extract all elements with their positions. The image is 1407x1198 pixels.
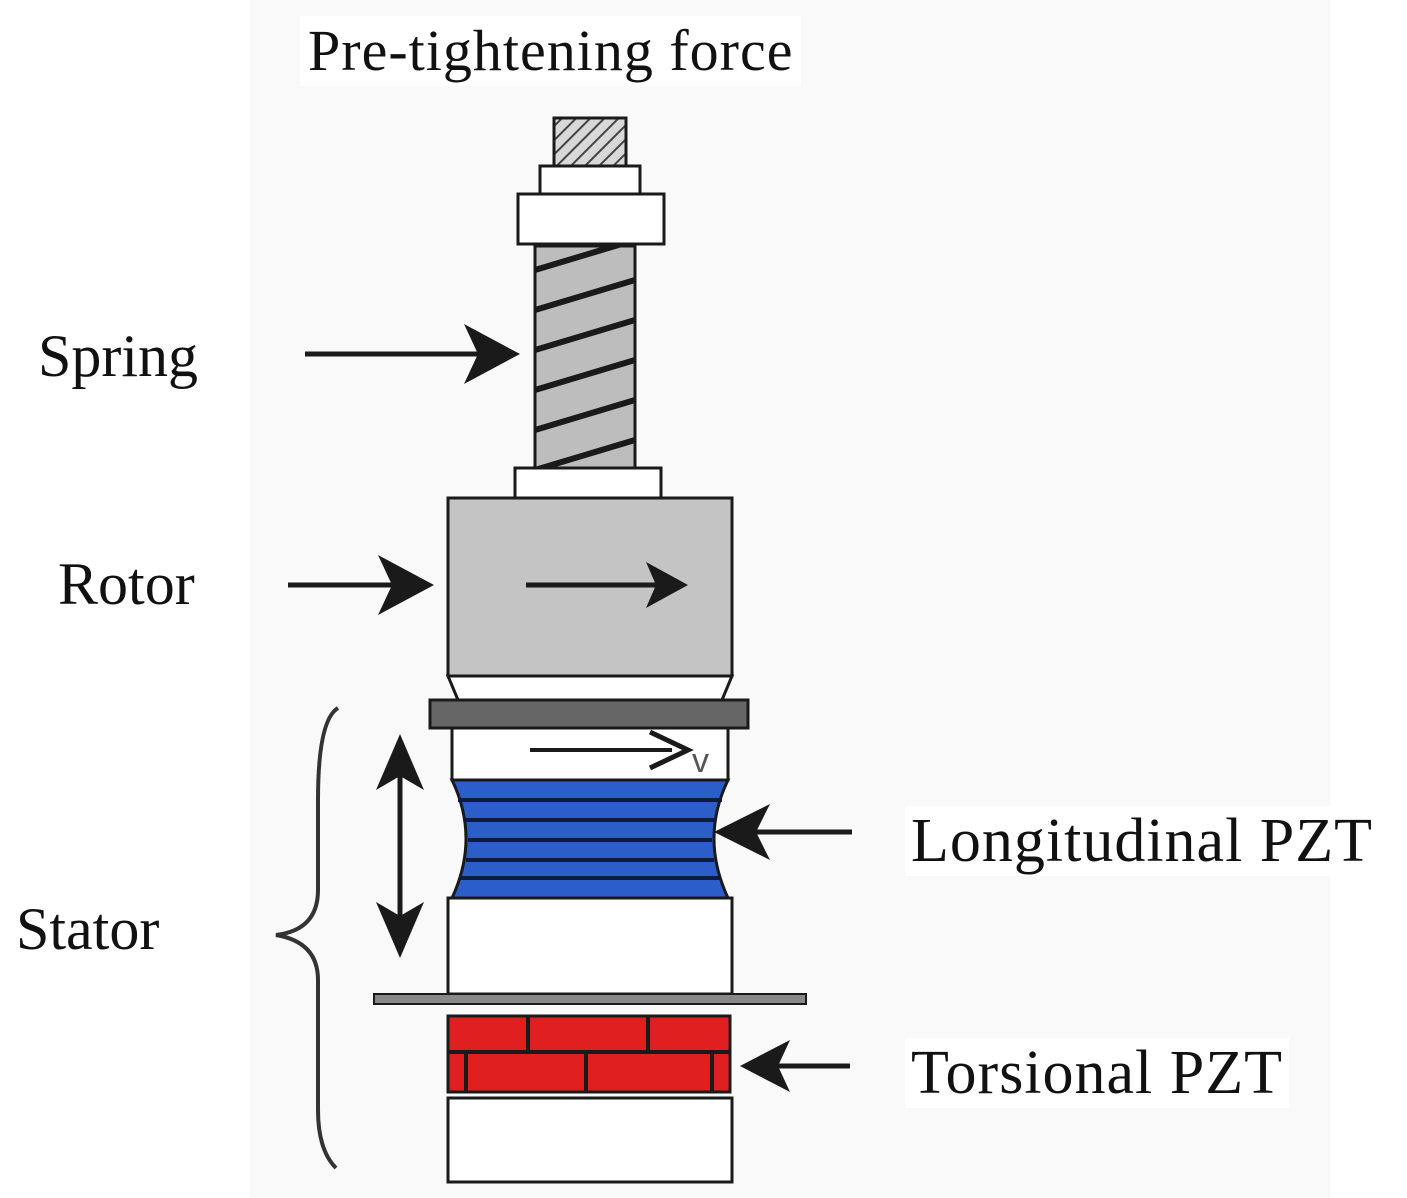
rotor-pointer-arrow-icon [288, 555, 434, 615]
vibration-arrow-icon [376, 734, 424, 958]
torsional-pzt-ring [446, 1014, 732, 1094]
top-nut-icon [516, 116, 666, 246]
spring-label: Spring [32, 322, 205, 390]
pre-tightening-force-label: Pre-tightening force [300, 16, 802, 86]
stator-label: Stator [10, 895, 166, 963]
velocity-label: v [692, 742, 709, 780]
stator-head: v [450, 726, 730, 782]
spring-body [513, 244, 663, 500]
friction-plate [428, 698, 750, 730]
longitudinal-pzt-pointer-arrow-icon [714, 804, 852, 860]
rotor-body [445, 496, 735, 702]
stator-base-block [446, 1096, 734, 1184]
longitudinal-pzt-stack [449, 778, 731, 900]
stator-flange [373, 993, 807, 1005]
rotor-rotation-arrow-icon [526, 562, 688, 608]
longitudinal-pzt-label: Longitudinal PZT [905, 806, 1380, 876]
torsional-pzt-label: Torsional PZT [905, 1038, 1290, 1108]
rotor-label: Rotor [52, 550, 201, 618]
torsional-pzt-pointer-arrow-icon [740, 1040, 850, 1092]
stator-brace-icon [275, 706, 340, 1170]
spring-pointer-arrow-icon [305, 324, 520, 384]
stator-middle-block [446, 896, 734, 996]
